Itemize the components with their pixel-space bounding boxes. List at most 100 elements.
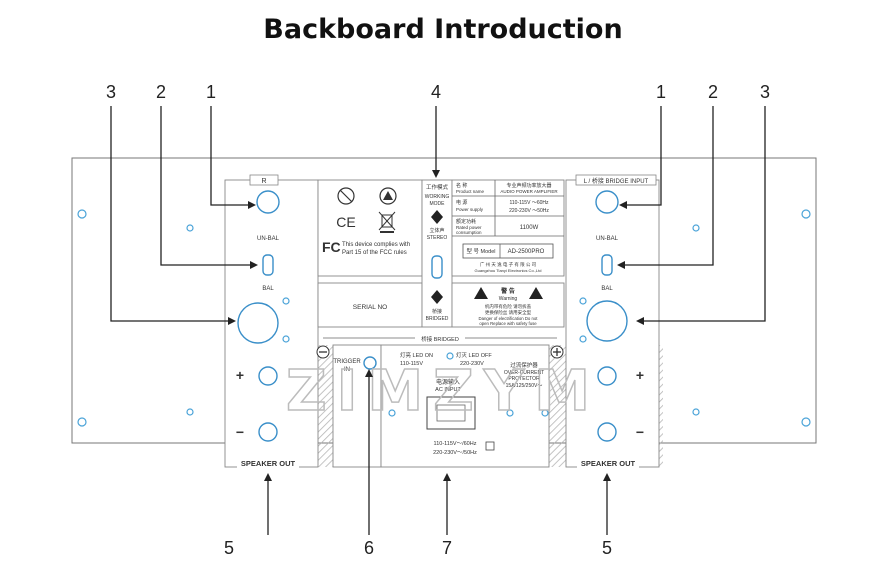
warning-box: 警 告 Warning 机内带有危险 请勿拆盖 更换保险丝 请用安全型 Dang…	[451, 282, 565, 328]
mode-label-cn: 工作模式	[426, 183, 449, 191]
right-bal-trs-jack[interactable]	[262, 254, 274, 276]
right-minus-sign: −	[236, 424, 244, 440]
page-title: Backboard Introduction	[263, 14, 622, 45]
callouts-top-left: 3 2 1	[106, 82, 258, 325]
left-channel-tag: L / 桥接 BRIDGE INPUT	[584, 177, 649, 185]
ce-mark: CE	[336, 214, 355, 230]
right-plus-sign: +	[236, 367, 244, 383]
watermark-text: ZIMZYM	[286, 359, 600, 424]
left-xlr-jack[interactable]	[586, 300, 628, 342]
spec-name-cn: 名 称	[456, 182, 467, 189]
voltage-selector-switch[interactable]	[485, 441, 495, 451]
callout-1-right: 1	[656, 82, 666, 102]
left-minus-sign: −	[636, 424, 644, 440]
working-mode-switch: 工作模式 WORKING MODE 立体声 STEREO 桥接 BRIDGED	[421, 179, 453, 328]
fcc-line-1: This device complies with	[342, 242, 410, 248]
mode-bridged-cn: 桥接	[432, 308, 442, 315]
spec-supply-en: Power supply	[456, 207, 484, 212]
right-speaker-out-label: SPEAKER OUT	[241, 459, 296, 468]
spec-power-en-2: consumption	[456, 230, 482, 235]
trigger-label-1: TRIGGER	[333, 359, 361, 365]
ac-input-module: 灯亮 LED ON 110-115V 灯灭 LED OFF 220-230V 过…	[380, 344, 550, 468]
callout-4: 4	[431, 82, 441, 102]
led-on-voltage: 110-115V	[400, 361, 423, 367]
warning-triangle-icon-right	[529, 287, 543, 299]
certification-box: CE FC This device complies with Part 15 …	[317, 179, 423, 277]
warning-line-1: 机内带有危险 请勿拆盖	[485, 303, 532, 310]
callout-5-left: 5	[224, 538, 234, 558]
right-unbal-label: UN-BAL	[257, 236, 280, 242]
mode-stereo-en: STEREO	[427, 235, 448, 241]
left-plus-sign: +	[636, 367, 644, 383]
fcc-line-2: Part 15 of the FCC rules	[342, 250, 407, 256]
led-off-label: 灯灭 LED OFF	[456, 351, 492, 359]
spec-name-en: Product name	[456, 189, 485, 194]
left-bal-trs-jack[interactable]	[601, 254, 613, 276]
callout-top-center: 4	[431, 82, 441, 178]
mode-stereo-cn: 立体声	[429, 227, 444, 234]
serial-label: SERIAL NO	[353, 304, 387, 311]
spec-table: 名 称 Product name 专业声频功率放大器 AUDIO POWER A…	[451, 179, 565, 277]
fc-mark: FC	[322, 239, 341, 255]
spec-power-val: 1100W	[520, 225, 539, 231]
right-channel-module: R UN-BAL BAL + − SPEAKER OUT	[224, 174, 319, 468]
bridge-label: 桥接 BRIDGED	[421, 335, 459, 343]
callouts-top-right: 1 2 3	[617, 82, 770, 325]
spec-power-en-1: Rated power	[456, 225, 482, 230]
spec-maker-cn: 广 州 天 逸 电 子 有 限 公 司	[480, 261, 536, 268]
ac-input-en: AC INPUT	[435, 387, 461, 393]
spec-supply-val-1: 110-115V ～60Hz	[509, 200, 549, 206]
trigger-label-2: IN	[344, 367, 350, 373]
left-unbal-jack[interactable]	[595, 190, 619, 214]
protector-rating: 15A/125/250V～	[506, 383, 543, 389]
callout-3-right: 3	[760, 82, 770, 102]
left-speaker-minus-post[interactable]	[597, 422, 617, 442]
protector-en-2: PROTECTOR	[508, 376, 540, 382]
spec-power-cn: 额定功耗	[456, 218, 476, 225]
right-xlr-jack[interactable]	[237, 302, 279, 344]
right-channel-tag: R	[261, 178, 266, 185]
warning-title-cn: 警 告	[500, 287, 515, 295]
right-speaker-plus-post[interactable]	[258, 366, 278, 386]
trigger-module: TRIGGER IN	[332, 344, 382, 468]
callout-7: 7	[442, 538, 452, 558]
left-bal-label: BAL	[601, 286, 613, 292]
spec-supply-val-2: 220-230V ～50Hz	[509, 208, 549, 214]
warning-line-4: open Replace with safety fuse	[479, 321, 537, 326]
led-on-label: 灯亮 LED ON	[400, 351, 433, 359]
warning-line-3: Danger of electrification Do not	[479, 316, 539, 321]
led-off-voltage: 220-230V	[460, 361, 484, 367]
spec-model-val: AD-2500PRO	[508, 249, 545, 255]
spec-supply-cn: 电 源	[456, 199, 467, 206]
left-speaker-plus-post[interactable]	[597, 366, 617, 386]
warning-triangle-icon-left	[474, 287, 488, 299]
ac-input-cn: 电源输入	[436, 378, 460, 386]
mode-toggle[interactable]	[431, 255, 443, 279]
protector-en-1: OVER-CURRENT	[504, 370, 544, 376]
callouts-bottom: 5 6 7 5	[224, 369, 612, 558]
protector-cn: 过流保护器	[510, 361, 538, 369]
voltage-select-2: 220-230V～/50Hz	[433, 450, 477, 456]
right-speaker-minus-post[interactable]	[258, 422, 278, 442]
warning-line-2: 更换保险丝 请用安全型	[485, 309, 532, 316]
bridge-indicator: 桥接 BRIDGED	[316, 334, 564, 359]
trigger-in-jack[interactable]	[363, 356, 377, 370]
mode-label-en-1: WORKING	[425, 194, 450, 200]
weee-bin-icon	[378, 211, 396, 233]
spec-maker-en: Guangzhou Tianyi Electronics Co.,Ltd	[475, 268, 542, 273]
spec-name-val-cn: 专业声频功率放大器	[506, 182, 551, 189]
right-unbal-jack[interactable]	[256, 190, 280, 214]
mounting-holes	[77, 209, 811, 427]
callout-2-right: 2	[708, 82, 718, 102]
left-speaker-out-label: SPEAKER OUT	[581, 459, 636, 468]
voltage-select-1: 110-115V～/60Hz	[434, 441, 477, 447]
serial-box	[317, 282, 423, 328]
callout-1-left: 1	[206, 82, 216, 102]
callout-3-left: 3	[106, 82, 116, 102]
spec-name-val-en: AUDIO POWER AMPLIFIER	[500, 189, 558, 194]
left-unbal-label: UN-BAL	[596, 236, 619, 242]
callout-5-right: 5	[602, 538, 612, 558]
right-bal-label: BAL	[262, 286, 274, 292]
callout-2-left: 2	[156, 82, 166, 102]
